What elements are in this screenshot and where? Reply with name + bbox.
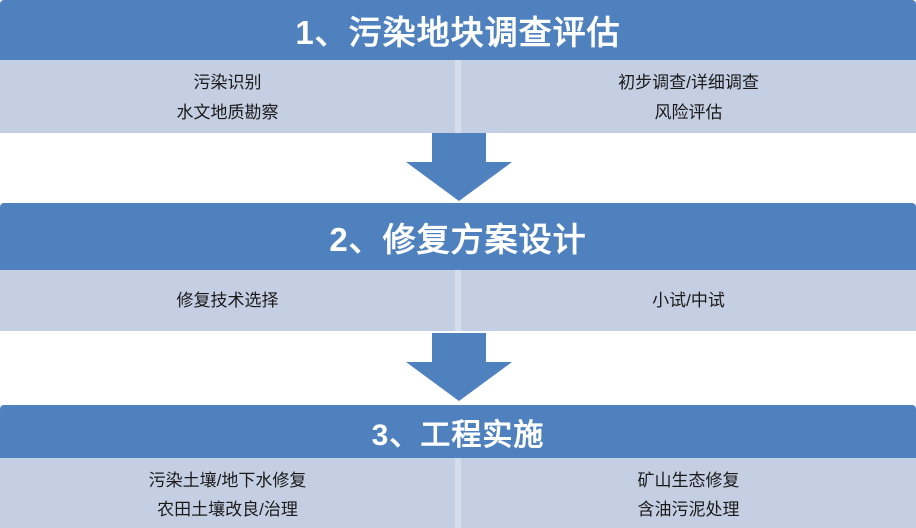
stage-2-left-column: 修复技术选择 <box>0 270 455 331</box>
list-item: 含油污泥处理 <box>637 500 740 519</box>
stage-1-header: 1、污染地块调查评估 <box>0 0 916 60</box>
list-item: 矿山生态修复 <box>637 470 740 490</box>
list-item: 小试/中试 <box>652 290 725 310</box>
stage-3-header: 3、工程实施 <box>0 405 916 458</box>
stage-1-body: 污染识别 水文地质勘察 初步调查/详细调查 风险评估 <box>0 60 916 133</box>
arrow-down-icon <box>406 333 512 401</box>
stage-block-2: 2、修复方案设计 修复技术选择 小试/中试 <box>0 203 916 331</box>
list-item: 污染识别 <box>193 73 262 93</box>
stage-3-left-column: 污染土壤/地下水修复 农田土壤改良/治理 <box>0 458 455 528</box>
stage-block-3: 3、工程实施 污染土壤/地下水修复 农田土壤改良/治理 矿山生态修复 含油污泥处… <box>0 405 916 528</box>
stage-2-header: 2、修复方案设计 <box>0 203 916 270</box>
column-divider <box>455 60 461 133</box>
column-divider <box>455 270 461 331</box>
list-item: 污染土壤/地下水修复 <box>148 470 307 490</box>
stage-1-left-column: 污染识别 水文地质勘察 <box>0 60 455 133</box>
list-item: 初步调查/详细调查 <box>618 73 759 93</box>
list-item: 水文地质勘察 <box>176 102 279 122</box>
stage-2-body: 修复技术选择 小试/中试 <box>0 270 916 331</box>
stage-3-body: 污染土壤/地下水修复 农田土壤改良/治理 矿山生态修复 含油污泥处理 <box>0 458 916 528</box>
stage-2-right-column: 小试/中试 <box>461 270 916 331</box>
stage-block-1: 1、污染地块调查评估 污染识别 水文地质勘察 初步调查/详细调查 风险评估 <box>0 0 916 133</box>
stage-3-right-column: 矿山生态修复 含油污泥处理 <box>461 458 916 528</box>
list-item: 风险评估 <box>654 102 723 122</box>
list-item: 修复技术选择 <box>176 290 279 310</box>
arrow-down-icon <box>406 133 512 201</box>
list-item: 农田土壤改良/治理 <box>157 500 298 519</box>
stage-1-right-column: 初步调查/详细调查 风险评估 <box>461 60 916 133</box>
column-divider <box>455 458 461 528</box>
